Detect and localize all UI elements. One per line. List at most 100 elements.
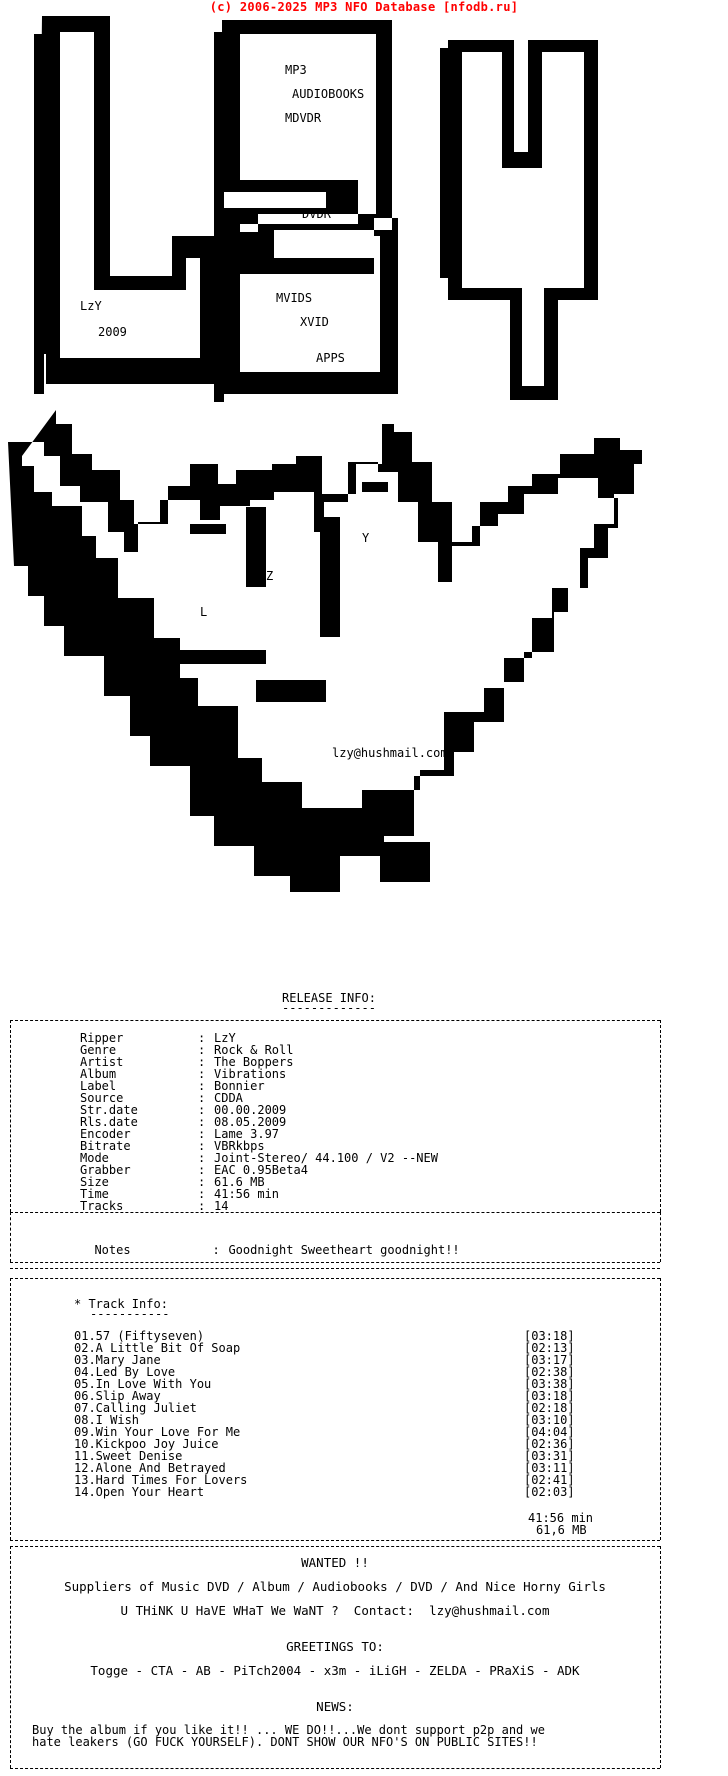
logo-letter-l: L xyxy=(200,605,207,619)
track-time: [02:03] xyxy=(524,1485,575,1499)
track-title: 11.Sweet Denise xyxy=(74,1449,183,1463)
logo-line-audiobooks: AUDIOBOOKS xyxy=(292,87,364,101)
track-row: 07.Calling Juliet [02:18] xyxy=(74,1402,594,1414)
track-row: 03.Mary Jane[03:17] xyxy=(74,1354,594,1366)
track-info-underline: ----------- xyxy=(90,1307,170,1321)
logo-line-mvids: MVIDS xyxy=(276,291,312,305)
release-field-value: Vibrations xyxy=(214,1067,287,1081)
release-field-row: Str.date:00.00.2009 xyxy=(80,1104,286,1116)
notes-bottom-border xyxy=(10,1262,660,1263)
release-field-row: Source:CDDA xyxy=(80,1092,243,1104)
box-top-border xyxy=(10,1020,660,1021)
release-field-colon: : xyxy=(198,1163,206,1177)
tracks-top-border xyxy=(10,1278,660,1279)
tracks-left-border xyxy=(10,1278,11,1540)
release-field-row: Grabber: EAC 0.95Beta4 xyxy=(80,1164,308,1176)
track-row: 12.Alone And Betrayed [03:11] xyxy=(74,1462,594,1474)
release-field-label: Tracks xyxy=(80,1199,124,1213)
release-field-colon: : xyxy=(198,1199,206,1213)
release-field-colon: : xyxy=(198,1187,206,1201)
release-field-label: Ripper xyxy=(80,1031,124,1045)
release-field-value: The Boppers xyxy=(214,1055,294,1069)
release-field-row: Mode:Joint-Stereo/ 44.100 / V2 --NEW xyxy=(80,1152,438,1164)
release-field-row: Tracks:14 xyxy=(80,1200,228,1212)
release-info-heading: RELEASE INFO: xyxy=(282,991,376,1005)
tracks-right-border xyxy=(660,1278,661,1540)
track-time: [03:11] xyxy=(524,1461,575,1475)
release-field-value: 14 xyxy=(214,1199,229,1213)
release-field-row: Encoder:Lame 3.97 xyxy=(80,1128,279,1140)
release-field-row: Label:Bonnier xyxy=(80,1080,265,1092)
release-field-colon: : xyxy=(198,1031,206,1045)
release-field-label: Bitrate xyxy=(80,1139,131,1153)
track-title: 06.Slip Away xyxy=(74,1389,161,1403)
release-info-underline: ------------- xyxy=(282,1001,376,1015)
track-title: 01.57 (Fiftyseven) xyxy=(74,1329,205,1343)
track-row: 05.In Love With You[03:38] xyxy=(74,1378,594,1390)
track-title: 07.Calling Juliet xyxy=(74,1401,197,1415)
release-field-colon: : xyxy=(198,1055,206,1069)
track-time: [02:13] xyxy=(524,1341,575,1355)
track-time: [02:18] xyxy=(524,1401,575,1415)
track-title: 12.Alone And Betrayed xyxy=(74,1461,226,1475)
track-time: [03:18] xyxy=(524,1389,575,1403)
track-row: 06.Slip Away [03:18] xyxy=(74,1390,594,1402)
news-line-1: Buy the album if you like it!! ... WE DO… xyxy=(32,1723,545,1737)
box-divider xyxy=(10,1212,660,1213)
release-field-value: 08.05.2009 xyxy=(214,1115,287,1129)
release-field-value: Lame 3.97 xyxy=(214,1127,280,1141)
notes-bottom-border-2 xyxy=(10,1268,660,1269)
greetings-line: Togge - CTA - AB - PiTch2004 - x3m - iLi… xyxy=(90,1663,580,1678)
release-field-row: Rls.date:08.05.2009 xyxy=(80,1116,286,1128)
release-field-label: Size xyxy=(80,1175,109,1189)
release-field-value: 61.6 MB xyxy=(214,1175,265,1189)
logo-letter-y: Y xyxy=(362,531,370,545)
release-field-label: Rls.date xyxy=(80,1115,138,1129)
footer-right-border xyxy=(660,1546,661,1768)
box-left-border xyxy=(10,1020,11,1212)
track-time: [03:18] xyxy=(524,1329,575,1343)
release-field-row: Album:Vibrations xyxy=(80,1068,286,1080)
release-field-colon: : xyxy=(198,1127,206,1141)
logo-letter-z: Z xyxy=(266,569,273,583)
track-title: 05.In Love With You xyxy=(74,1377,212,1391)
release-field-colon: : xyxy=(198,1079,206,1093)
notes-left-border xyxy=(10,1212,11,1262)
release-field-colon: : xyxy=(198,1067,206,1081)
release-field-colon: : xyxy=(198,1043,206,1057)
release-field-label: Grabber xyxy=(80,1163,131,1177)
release-field-value: EAC 0.95Beta4 xyxy=(214,1163,308,1177)
tracks-bottom-border xyxy=(10,1540,660,1541)
track-row: 04.Led By Love[02:38] xyxy=(74,1366,594,1378)
release-field-label: Str.date xyxy=(80,1103,138,1117)
track-title: 08.I Wish xyxy=(74,1413,140,1427)
footer-left-border xyxy=(10,1546,11,1768)
release-field-label: Time xyxy=(80,1187,109,1201)
track-title: 02.A Little Bit Of Soap xyxy=(74,1341,241,1355)
track-row: 01.57 (Fiftyseven) [03:18] xyxy=(74,1330,594,1342)
track-title: 14.Open Your Heart xyxy=(74,1485,205,1499)
release-field-colon: : xyxy=(198,1091,206,1105)
release-field-row: Bitrate:VBRkbps xyxy=(80,1140,265,1152)
track-time: [03:31] xyxy=(524,1449,575,1463)
track-time: [02:38] xyxy=(524,1365,575,1379)
track-title: 09.Win Your Love For Me xyxy=(74,1425,241,1439)
release-field-label: Genre xyxy=(80,1043,117,1057)
logo-line-apps: APPS xyxy=(316,351,345,365)
release-field-value: Joint-Stereo/ 44.100 / V2 --NEW xyxy=(214,1151,438,1165)
logo-line-mdvdr: MDVDR xyxy=(285,111,322,125)
logo-year: 2009 xyxy=(98,325,127,339)
logo-group-name: LzY xyxy=(80,299,102,313)
release-field-colon: : xyxy=(198,1151,206,1165)
track-row: 14.Open Your Heart [02:03] xyxy=(74,1486,594,1498)
track-row: 11.Sweet Denise [03:31] xyxy=(74,1450,594,1462)
notes-label: Notes xyxy=(94,1243,131,1257)
release-field-colon: : xyxy=(198,1139,206,1153)
logo-line-mp3: MP3 xyxy=(285,63,307,77)
notes-right-border xyxy=(660,1212,661,1262)
track-time: [02:36] xyxy=(524,1437,575,1451)
news-heading: NEWS: xyxy=(316,1699,354,1714)
wanted-line-1: Suppliers of Music DVD / Album / Audiobo… xyxy=(64,1579,606,1594)
notes-value: Goodnight Sweetheart goodnight!! xyxy=(228,1243,460,1257)
logo-line-xvid: XVID xyxy=(300,315,329,329)
